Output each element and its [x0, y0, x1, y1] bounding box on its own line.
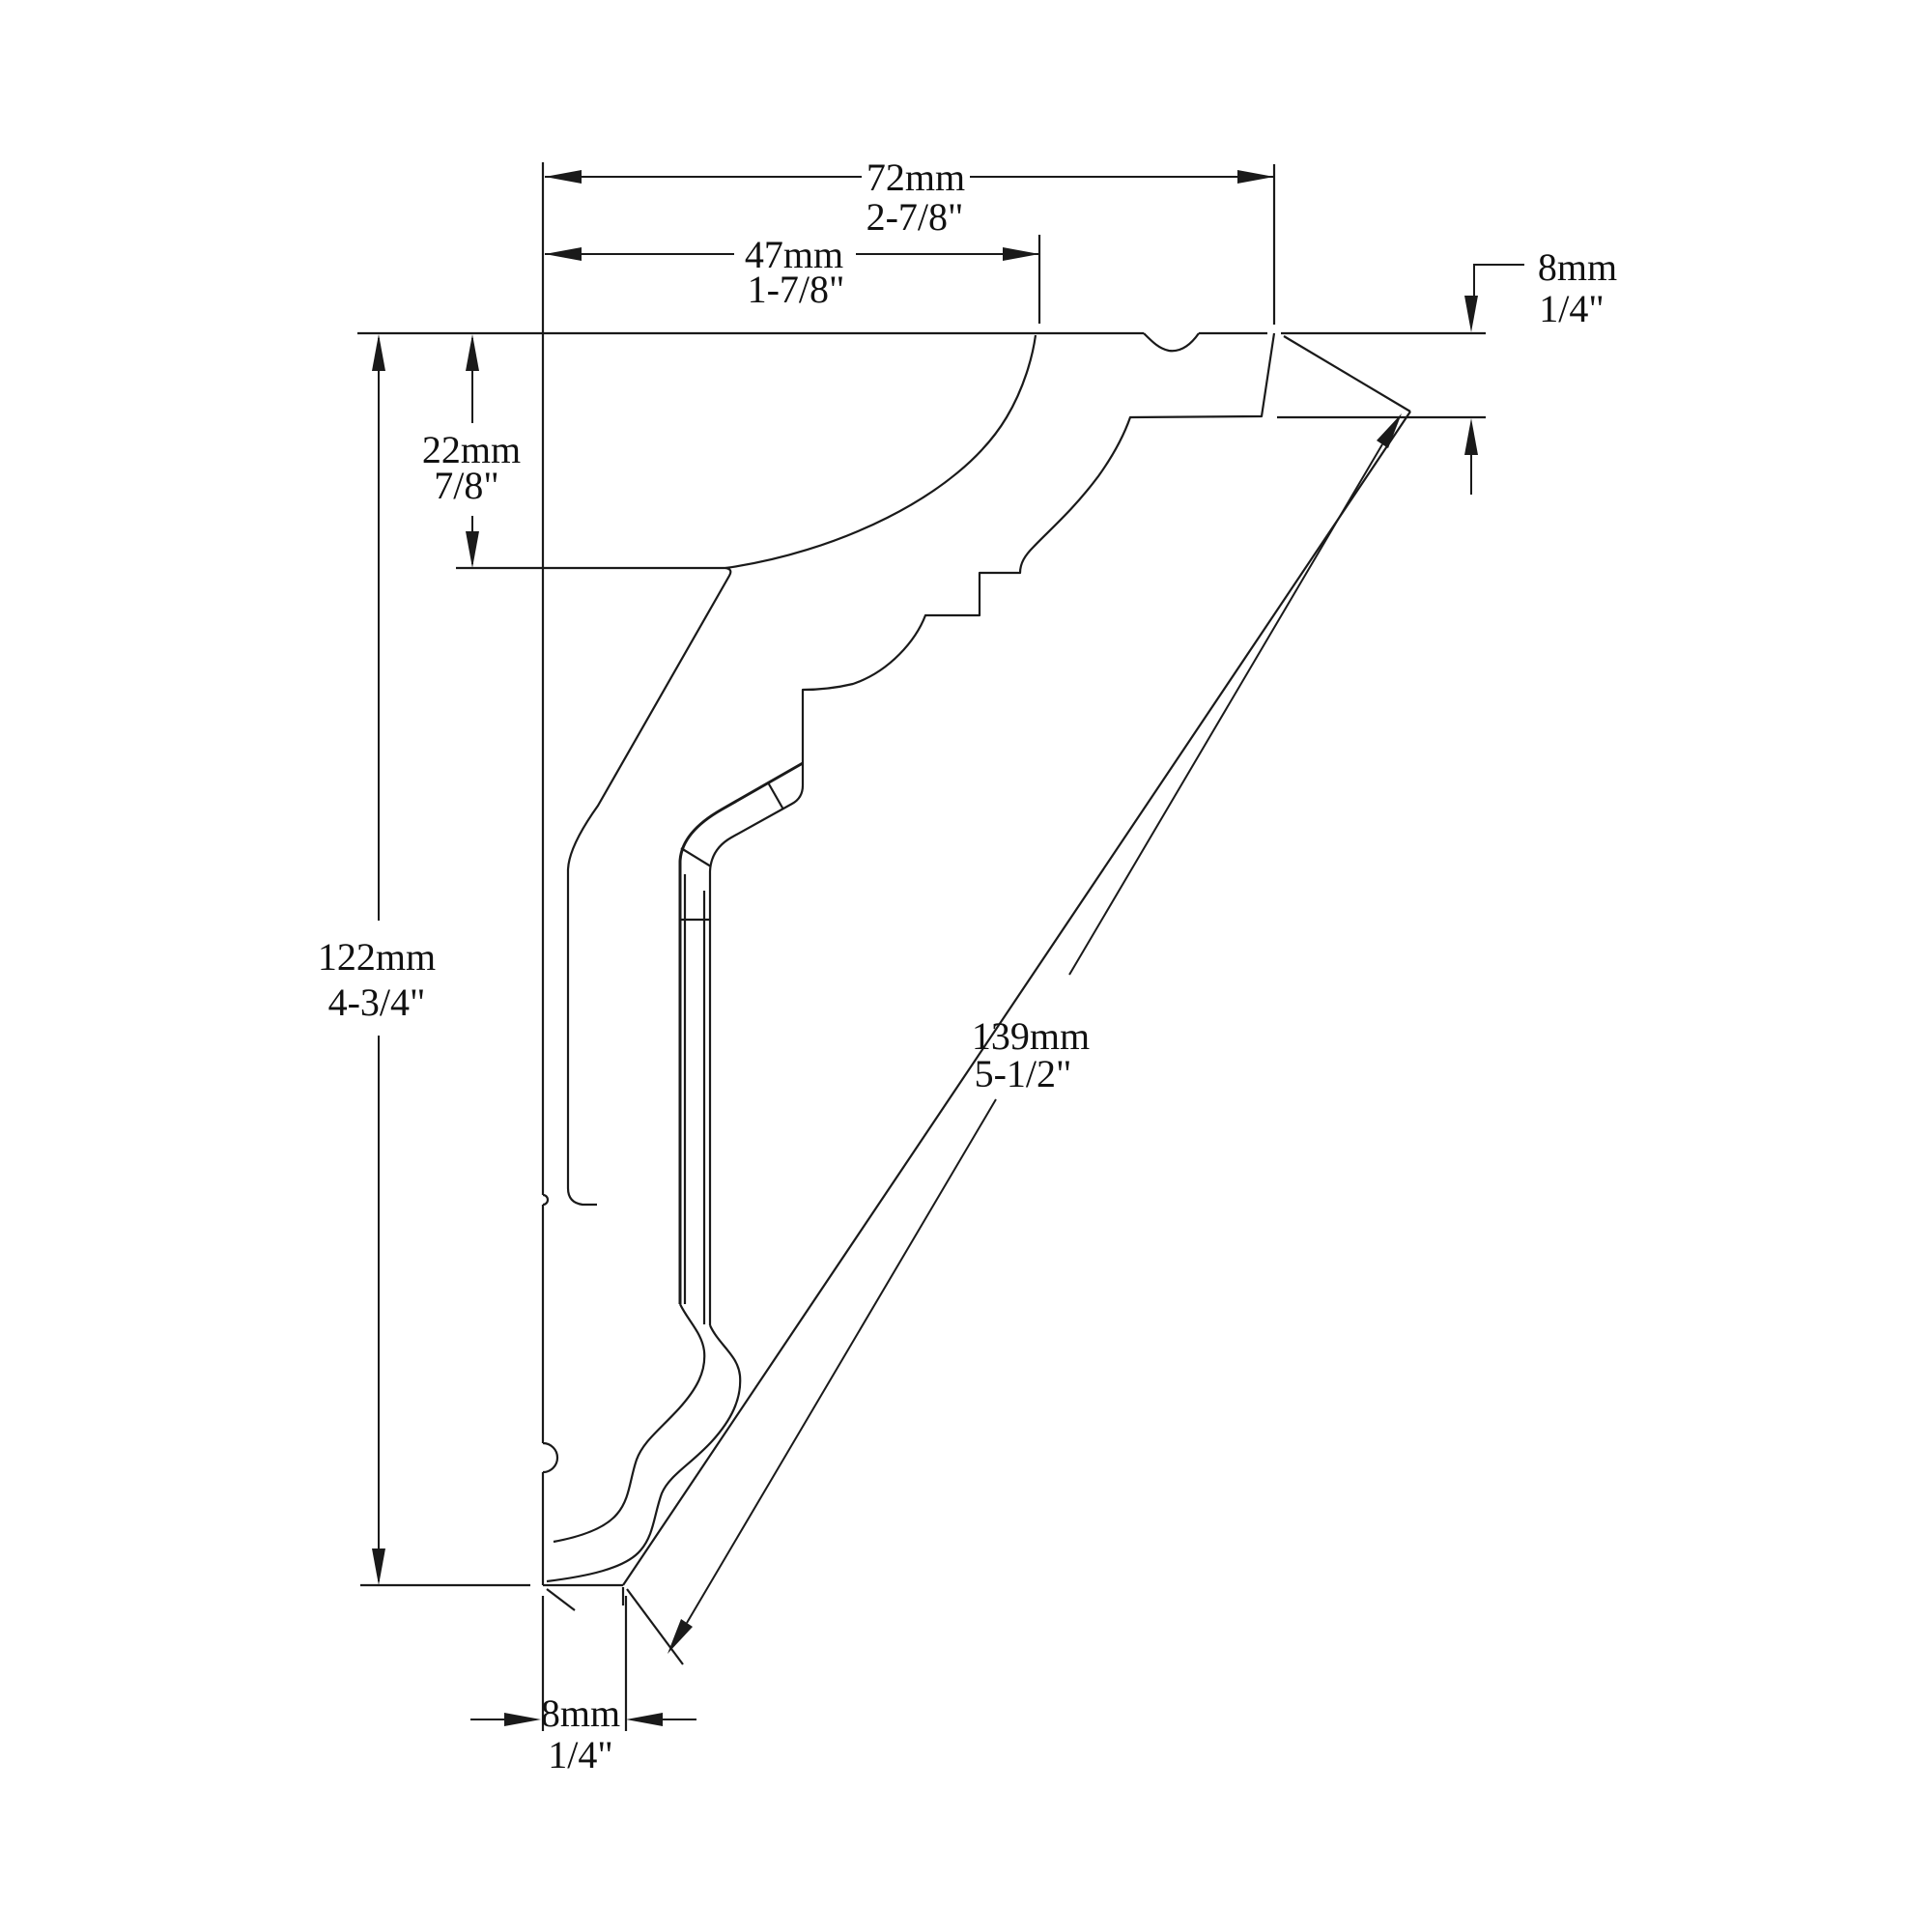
arrow-47mm-right	[1003, 247, 1039, 261]
front-decorative-profile	[801, 332, 1276, 763]
arrow-139mm-top	[1377, 413, 1402, 448]
label-22mm-imperial: 7/8"	[434, 464, 498, 507]
dimension-lines	[378, 176, 1524, 1720]
groove-band-right-edge	[708, 763, 805, 1325]
wall-face-round-notch	[542, 1441, 559, 1474]
arrow-47mm-left	[545, 247, 582, 261]
label-122mm-metric: 122mm	[318, 935, 436, 979]
flange-underside-and-inner-edge	[456, 566, 732, 1207]
wall-face-small-notch	[542, 1193, 550, 1207]
dimension-labels: 72mm 2-7/8" 47mm 1-7/8" 8mm 1/4" 22mm 7/…	[318, 156, 1617, 1776]
arrow-8mm-top-down	[1464, 296, 1478, 332]
arrow-8mm-bottom-right	[504, 1713, 541, 1726]
label-139mm-imperial: 5-1/2"	[975, 1052, 1072, 1095]
top-right-bevel	[1283, 335, 1411, 412]
bottom-bulb-outer-curve	[546, 1324, 742, 1583]
label-72mm-metric: 72mm	[867, 156, 965, 199]
label-8mm-top-imperial: 1/4"	[1539, 287, 1604, 330]
dimension-arrowheads	[372, 170, 1478, 1726]
label-72mm-imperial: 2-7/8"	[867, 195, 964, 239]
arrow-122mm-down	[372, 1548, 385, 1585]
back-face-diagonal	[622, 411, 1411, 1586]
arrow-22mm-up	[466, 334, 479, 371]
arrow-22mm-down	[466, 531, 479, 568]
arrow-8mm-top-up	[1464, 418, 1478, 455]
arrow-72mm-left	[545, 170, 582, 184]
arrow-8mm-bottom-left	[626, 1713, 663, 1726]
label-122mm-imperial: 4-3/4"	[328, 980, 426, 1024]
arrow-72mm-right	[1237, 170, 1274, 184]
arrow-139mm-bottom	[668, 1619, 693, 1654]
band-tick-2	[680, 847, 712, 867]
top-face-notch	[1143, 332, 1200, 353]
arrow-122mm-up	[372, 334, 385, 371]
label-8mm-bottom-metric: 8mm	[541, 1691, 620, 1735]
extension-139mm-bottom	[626, 1588, 684, 1665]
label-47mm-metric: 47mm	[745, 233, 843, 276]
molding-profile-outline	[357, 162, 1486, 1731]
label-139mm-metric: 139mm	[972, 1014, 1090, 1058]
label-8mm-bottom-imperial: 1/4"	[548, 1733, 612, 1776]
bottom-depth-mark-1	[546, 1588, 576, 1611]
groove-band-left-edge	[678, 761, 804, 1304]
band-tick-1	[767, 781, 784, 810]
dim-leader-8mm-top	[1473, 264, 1524, 296]
label-47mm-imperial: 1-7/8"	[748, 268, 845, 311]
bottom-bulb-inner-curve	[553, 1303, 706, 1544]
cove-curve	[724, 334, 1037, 570]
label-8mm-top-metric: 8mm	[1538, 245, 1617, 289]
label-22mm-metric: 22mm	[422, 428, 521, 471]
dim-line-139mm	[686, 443, 1383, 1624]
